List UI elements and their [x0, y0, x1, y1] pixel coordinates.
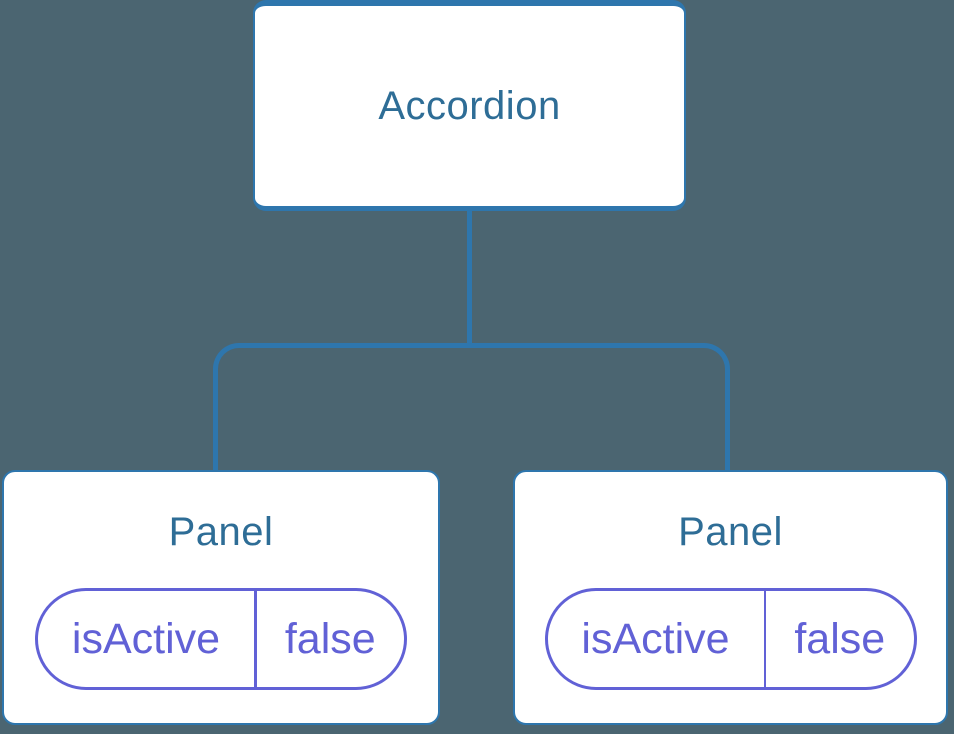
- connector-stem: [467, 211, 472, 347]
- panel-left-title: Panel: [168, 510, 274, 554]
- state-pill-left: isActive false: [35, 588, 407, 690]
- panel-node-left: Panel isActive false: [2, 470, 440, 725]
- accordion-node: Accordion: [253, 0, 686, 211]
- state-key-label: isActive: [581, 614, 730, 663]
- pill-divider: [763, 591, 766, 687]
- connector-bracket: [213, 343, 730, 470]
- panel-right-title: Panel: [678, 510, 783, 554]
- accordion-node-title: Accordion: [378, 84, 561, 128]
- panel-node-right: Panel isActive false: [513, 470, 948, 725]
- state-key-label: isActive: [71, 614, 221, 663]
- pill-divider: [254, 591, 257, 687]
- state-value-label: false: [794, 614, 886, 663]
- state-value-label: false: [284, 614, 376, 663]
- state-pill-right: isActive false: [544, 588, 917, 690]
